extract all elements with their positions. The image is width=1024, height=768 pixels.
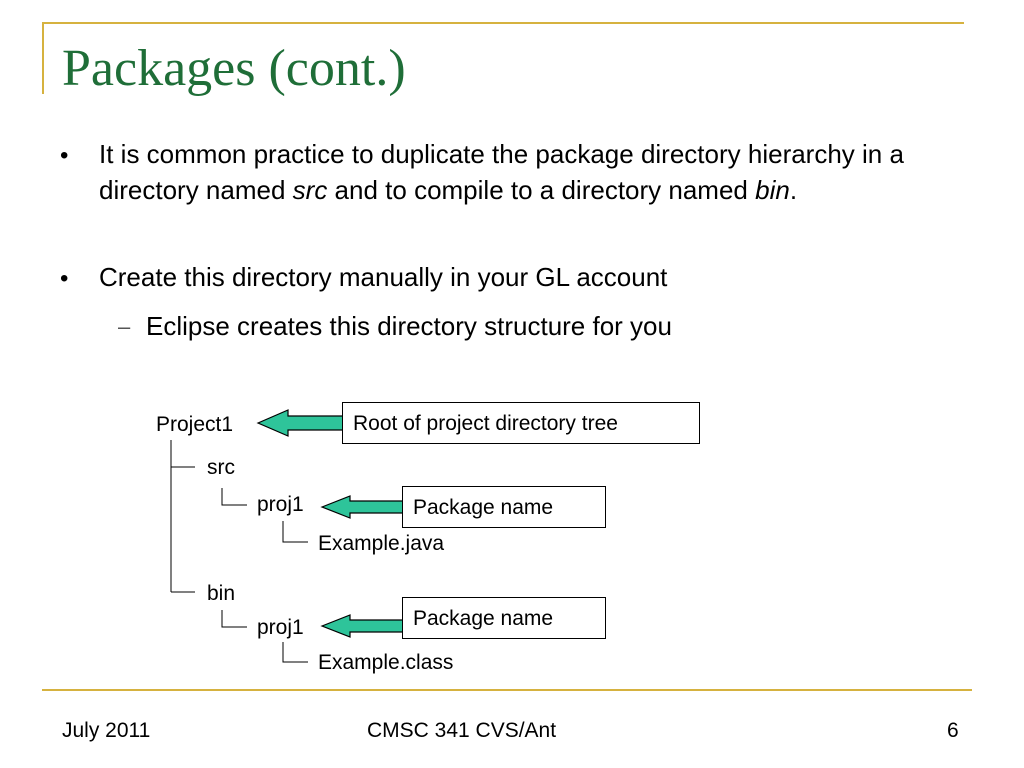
tree-src: src	[207, 456, 235, 479]
tree-bin-file: Example.class	[318, 651, 454, 674]
tree-src-package: proj1	[257, 493, 304, 516]
callout-package-bin: Package name	[402, 597, 606, 639]
bullet-1-period: .	[789, 175, 798, 205]
tree-root: Project1	[156, 413, 234, 436]
tree-src-file: Example.java	[318, 532, 445, 555]
bullet-1-part-1: It is common practice to duplicate the p…	[99, 139, 904, 205]
tree-bin: bin	[207, 582, 236, 605]
slide-title: Packages (cont.)	[62, 40, 406, 97]
bullet-2: • Create this directory manually in your…	[0, 259, 1024, 299]
footer-date: July 2011	[62, 719, 151, 742]
sub-bullet: – Eclipse creates this directory structu…	[0, 308, 1024, 348]
callout-arrows	[256, 409, 405, 638]
footer-page-number: 6	[947, 719, 959, 742]
bullet-dot: •	[60, 142, 69, 169]
footer-divider	[42, 689, 972, 691]
callout-root: Root of project directory tree	[342, 402, 700, 444]
title-frame-vertical	[42, 22, 44, 94]
callout-package-src: Package name	[402, 486, 606, 528]
tree-bin-package: proj1	[257, 616, 304, 639]
sub-bullet-dash: –	[118, 314, 131, 339]
bullet-dot: •	[60, 265, 69, 292]
bullet-1: • It is common practice to duplicate the…	[0, 136, 1024, 246]
bullet-1-text: It is common practice to duplicate the p…	[99, 136, 919, 208]
sub-bullet-text: Eclipse creates this directory structure…	[146, 311, 672, 341]
bullet-1-bin: bin	[755, 175, 790, 205]
title-frame-horizontal	[42, 22, 964, 24]
bullet-1-src: src	[292, 175, 328, 205]
footer-course: CMSC 341 CVS/Ant	[367, 719, 557, 742]
bullet-1-part-3: and to compile to a directory named	[327, 175, 756, 205]
bullet-2-text: Create this directory manually in your G…	[99, 262, 668, 292]
